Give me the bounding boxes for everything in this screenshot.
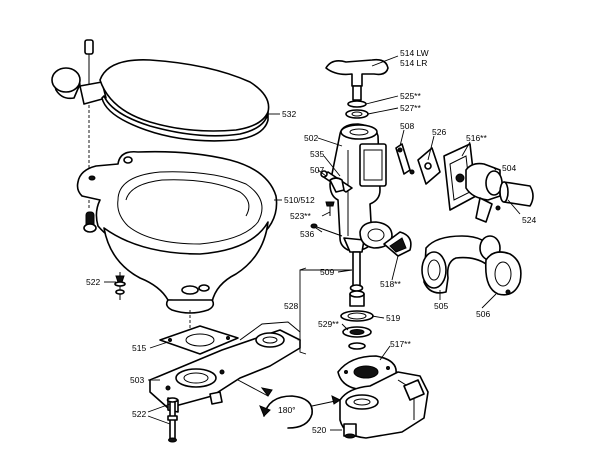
base-plate-503 (149, 321, 301, 413)
label-524: 524 (522, 215, 537, 225)
label-514: 514 LW 514 LR (400, 48, 429, 69)
toilet-seat-lid (51, 59, 270, 142)
label-516: 516** (466, 133, 487, 143)
valve-flange-518 (359, 221, 412, 257)
label-532: 532 (282, 109, 297, 119)
label-523: 523** (290, 211, 311, 221)
pump-base-520 (339, 371, 429, 439)
piston-519-529 (340, 290, 374, 350)
base-gasket-515 (159, 310, 239, 355)
label-505: 505 (434, 301, 449, 311)
seals-525-527 (345, 100, 369, 119)
label-507: 507 (310, 165, 325, 175)
label-514-lw: 514 LW (400, 48, 429, 58)
outlet-504-524 (465, 162, 534, 223)
bolts-522-bottom (166, 397, 179, 443)
label-536: 536 (300, 229, 315, 239)
label-515: 515 (132, 343, 147, 353)
label-508: 508 (400, 121, 415, 131)
label-527: 527** (400, 103, 421, 113)
label-518: 518** (380, 279, 401, 289)
label-504: 504 (502, 163, 517, 173)
label-522-bottom: 522 (132, 409, 147, 419)
label-506: 506 (476, 309, 491, 319)
label-526: 526 (432, 127, 447, 137)
flange-506 (484, 251, 522, 296)
label-517: 517** (390, 339, 411, 349)
leader-lines (104, 55, 521, 431)
label-180-degrees: 180° (278, 405, 296, 415)
lever-535-507 (320, 170, 353, 193)
valve-508-526-516 (395, 143, 477, 211)
label-525: 525** (400, 91, 421, 101)
label-509: 509 (320, 267, 335, 277)
pump-handle-514 (325, 58, 389, 101)
hinge-bolt-top (83, 39, 97, 233)
piston-rod-509 (349, 251, 364, 292)
label-502: 502 (304, 133, 319, 143)
label-514-lr: 514 LR (400, 57, 428, 68)
screw-522-left (114, 272, 126, 300)
label-503: 503 (130, 375, 145, 385)
label-519: 519 (386, 313, 401, 323)
screw-523-536 (310, 201, 343, 237)
toilet-bowl (76, 150, 278, 314)
label-529: 529** (318, 319, 339, 329)
pump-cylinder-502 (329, 123, 387, 253)
label-522-left: 522 (86, 277, 101, 287)
label-520: 520 (312, 425, 327, 435)
label-528: 528 (284, 301, 299, 311)
label-535: 535 (310, 149, 325, 159)
label-510-512: 510/512 (284, 195, 315, 205)
rotate-180-arrow (237, 379, 341, 429)
